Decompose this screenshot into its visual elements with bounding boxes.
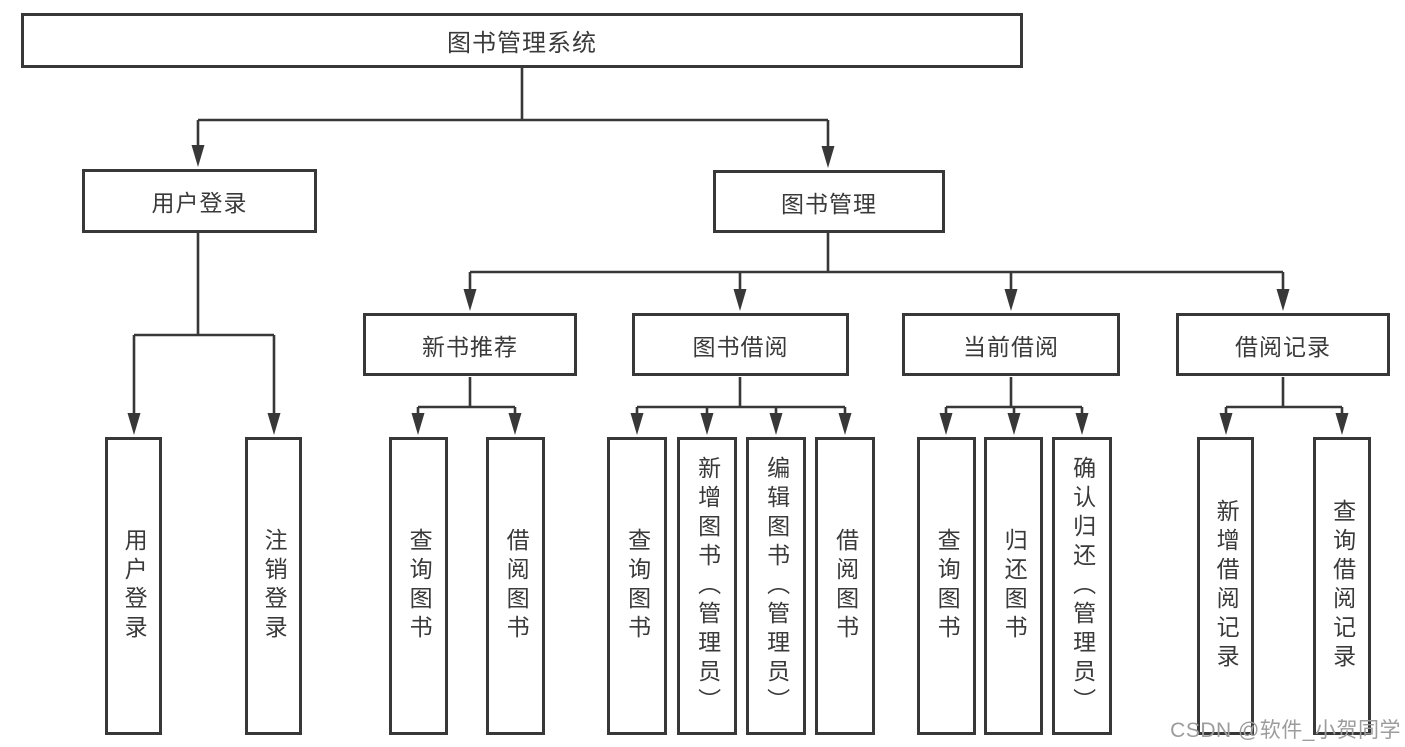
node-borrowing-records: 借阅记录 — [1176, 313, 1390, 376]
leaf-borrow-books-recommend: 借阅图书 — [486, 437, 545, 735]
leaf-return-book-label: 归还图书 — [1001, 528, 1028, 644]
leaf-edit-book-admin-label: 编辑图书（管理员） — [763, 455, 790, 717]
node-user-login: 用户登录 — [82, 169, 317, 233]
leaf-add-borrow-record: 新增借阅记录 — [1197, 437, 1254, 735]
leaf-query-books-recommend: 查询图书 — [389, 437, 448, 735]
leaf-logout-label: 注销登录 — [261, 528, 288, 644]
leaf-query-books-recommend-label: 查询图书 — [406, 528, 433, 644]
node-current-borrowing-label: 当前借阅 — [963, 333, 1059, 360]
csdn-watermark: CSDN @软件_小贺同学 — [1170, 719, 1401, 742]
leaf-query-borrow-record: 查询借阅记录 — [1313, 437, 1371, 735]
leaf-add-borrow-record-label: 新增借阅记录 — [1213, 499, 1240, 673]
leaf-borrow-books-recommend-label: 借阅图书 — [503, 528, 530, 644]
leaf-query-books-current-label: 查询图书 — [934, 528, 961, 644]
node-book-management-label: 图书管理 — [781, 190, 877, 217]
node-borrowing-records-label: 借阅记录 — [1235, 333, 1331, 360]
node-root: 图书管理系统 — [21, 13, 1023, 68]
leaf-query-books-current: 查询图书 — [917, 437, 976, 735]
leaf-return-book: 归还图书 — [984, 437, 1043, 735]
leaf-user-login: 用户登录 — [105, 437, 162, 735]
node-book-management: 图书管理 — [713, 170, 945, 233]
leaf-logout: 注销登录 — [245, 437, 302, 735]
node-new-book-recommend-label: 新书推荐 — [422, 333, 518, 360]
node-root-label: 图书管理系统 — [447, 30, 597, 57]
node-new-book-recommend: 新书推荐 — [363, 313, 577, 376]
leaf-confirm-return-admin: 确认归还（管理员） — [1052, 437, 1112, 735]
leaf-query-books-borrowing: 查询图书 — [607, 437, 667, 735]
node-book-borrowing-label: 图书借阅 — [692, 333, 789, 360]
leaf-user-login-label: 用户登录 — [121, 528, 148, 644]
node-current-borrowing: 当前借阅 — [902, 313, 1120, 376]
leaf-add-book-admin-label: 新增图书（管理员） — [694, 455, 721, 717]
leaf-query-borrow-record-label: 查询借阅记录 — [1329, 499, 1356, 673]
leaf-borrow-books-borrowing-label: 借阅图书 — [832, 528, 859, 644]
node-book-borrowing: 图书借阅 — [632, 313, 849, 376]
node-user-login-label: 用户登录 — [151, 190, 248, 216]
leaf-confirm-return-admin-label: 确认归还（管理员） — [1069, 455, 1096, 717]
leaf-edit-book-admin: 编辑图书（管理员） — [746, 437, 806, 735]
leaf-query-books-borrowing-label: 查询图书 — [624, 528, 651, 644]
leaf-add-book-admin: 新增图书（管理员） — [677, 437, 737, 735]
leaf-borrow-books-borrowing: 借阅图书 — [815, 437, 875, 735]
